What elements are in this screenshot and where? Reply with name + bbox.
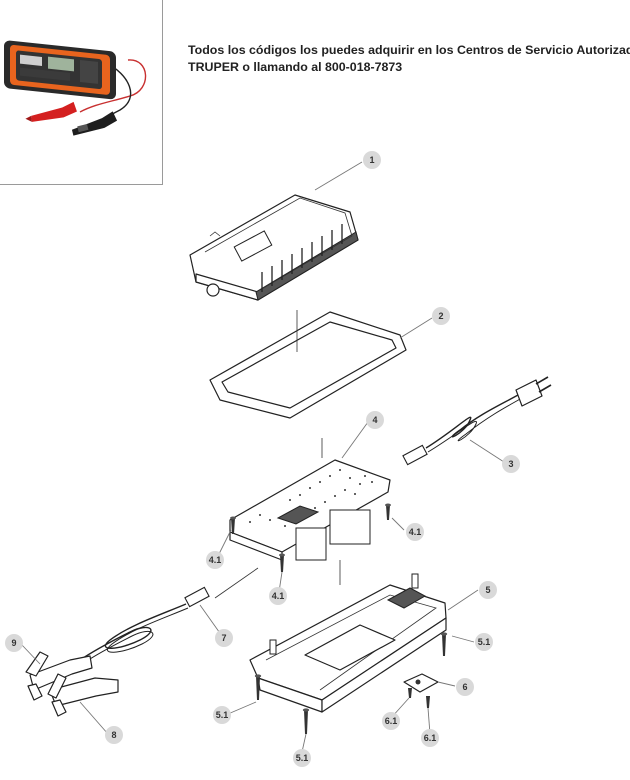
- callout-9: 9: [5, 634, 23, 652]
- svg-text:5.1: 5.1: [478, 637, 491, 647]
- callout-4-1-left: 4.1: [206, 551, 224, 569]
- svg-text:6.1: 6.1: [424, 733, 437, 743]
- callout-5: 5: [479, 581, 497, 599]
- part-3-ac-power-cable: [402, 376, 552, 466]
- part-1-top-housing: [189, 194, 359, 301]
- part-5-1-screws: [254, 632, 448, 734]
- svg-text:6.1: 6.1: [385, 716, 398, 726]
- part-4-1-screws: [230, 503, 391, 572]
- service-notice: Todos los códigos los puedes adquirir en…: [188, 42, 630, 76]
- svg-text:5.1: 5.1: [296, 753, 309, 763]
- callout-5-1-left: 5.1: [213, 706, 231, 724]
- callout-6-1-left: 6.1: [382, 712, 400, 730]
- part-6-clip: [403, 673, 439, 708]
- svg-text:6: 6: [462, 682, 467, 692]
- svg-text:4.1: 4.1: [209, 555, 222, 565]
- callout-4-1-bottom: 4.1: [269, 587, 287, 605]
- callout-1: 1: [363, 151, 381, 169]
- callout-6-1-right: 6.1: [421, 729, 439, 747]
- svg-text:5: 5: [485, 585, 490, 595]
- svg-text:4.1: 4.1: [272, 591, 285, 601]
- callout-7: 7: [215, 629, 233, 647]
- callout-8: 8: [105, 726, 123, 744]
- product-photo: [4, 40, 147, 136]
- part-8-clamp-lower: [47, 673, 119, 717]
- callout-4-1-right: 4.1: [406, 523, 424, 541]
- callout-4: 4: [366, 411, 384, 429]
- svg-text:7: 7: [221, 633, 226, 643]
- svg-text:2: 2: [438, 311, 443, 321]
- svg-text:9: 9: [11, 638, 16, 648]
- svg-text:5.1: 5.1: [216, 710, 229, 720]
- part-4-circuit-board: [229, 438, 391, 561]
- part-5-base-housing: [249, 560, 447, 713]
- svg-text:3: 3: [508, 459, 513, 469]
- callout-3: 3: [502, 455, 520, 473]
- callout-2: 2: [432, 307, 450, 325]
- svg-text:1: 1: [369, 155, 374, 165]
- part-2-gasket: [209, 310, 407, 419]
- svg-text:8: 8: [111, 730, 116, 740]
- product-thumbnail-frame: [0, 0, 163, 185]
- service-notice-line-1: Todos los códigos los puedes adquirir en…: [188, 43, 630, 57]
- callout-5-1-right: 5.1: [475, 633, 493, 651]
- leader-lines: [21, 161, 505, 753]
- svg-text:4.1: 4.1: [409, 527, 422, 537]
- callout-5-1-bottom: 5.1: [293, 749, 311, 767]
- part-7-dc-output-cable: [79, 567, 259, 665]
- callout-6: 6: [456, 678, 474, 696]
- service-notice-line-2: TRUPER o llamando al 800-018-7873: [188, 60, 403, 74]
- svg-text:4: 4: [372, 415, 377, 425]
